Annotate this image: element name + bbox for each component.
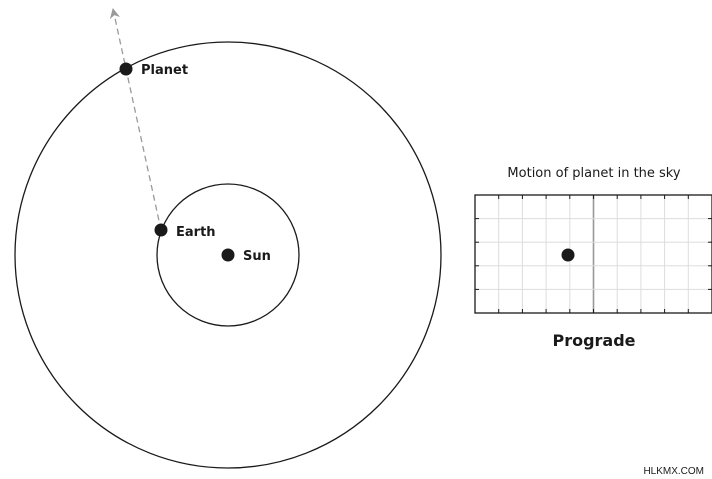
planet-label: Planet <box>141 63 188 78</box>
earth-dot <box>154 223 168 237</box>
inner-orbit <box>156 183 300 327</box>
sun-dot <box>221 248 235 262</box>
sky-panel-caption: Motion of planet in the sky <box>507 166 680 181</box>
sky-panel-frame <box>474 194 712 314</box>
outer-orbit <box>14 41 442 469</box>
motion-mode-label: Prograde <box>552 331 635 350</box>
sky-planet-dot <box>561 248 575 262</box>
sky-grid <box>475 195 712 313</box>
line-of-sight-arrow <box>109 7 162 231</box>
earth-label: Earth <box>176 225 216 240</box>
watermark: HLKMX.COM <box>643 466 704 477</box>
planet-dot <box>119 62 133 76</box>
sun-label: Sun <box>243 249 271 264</box>
